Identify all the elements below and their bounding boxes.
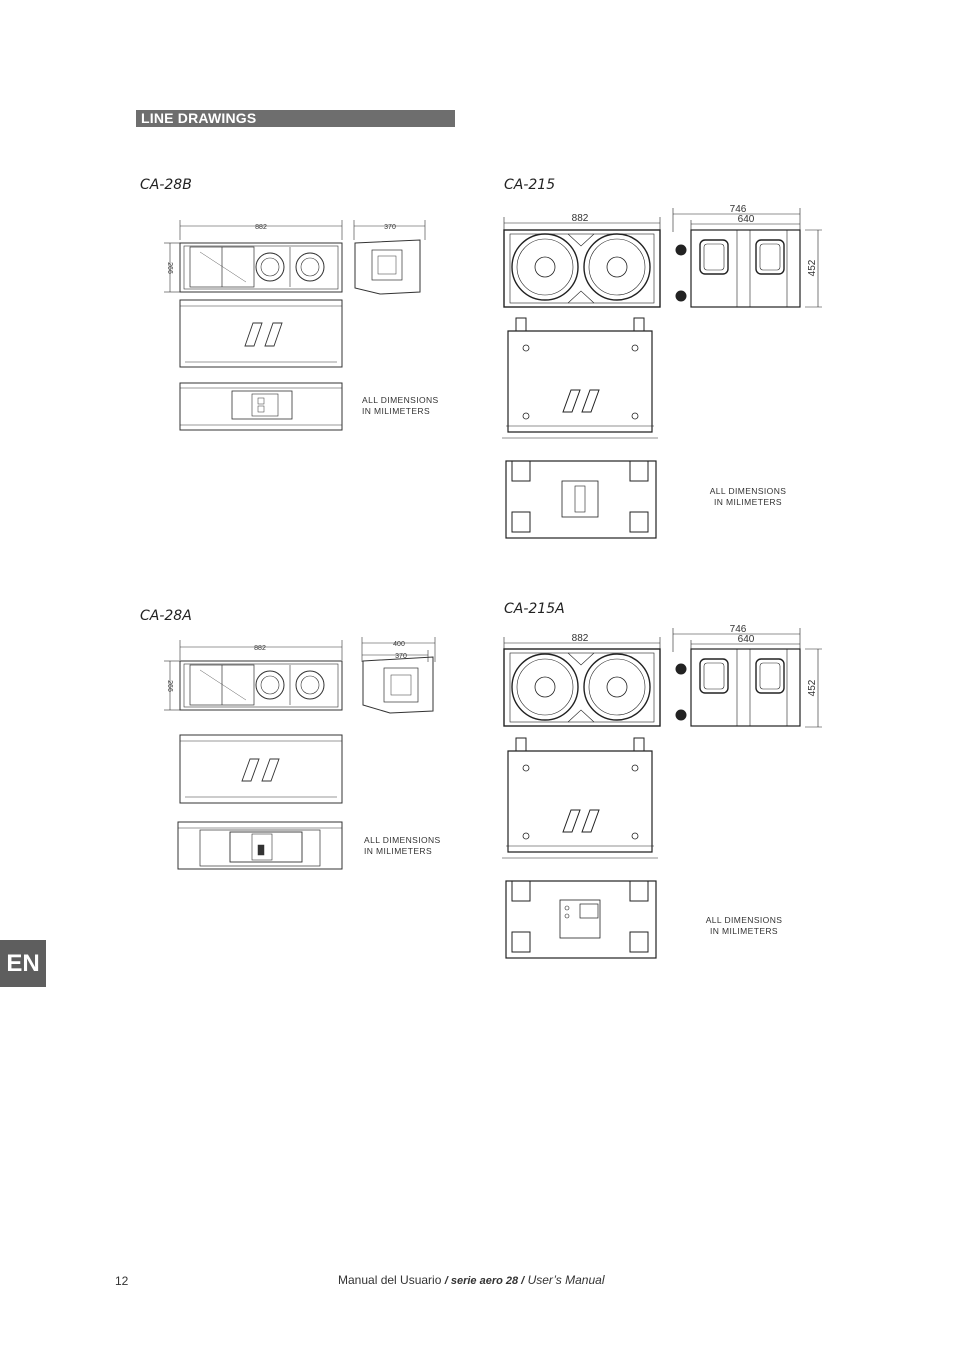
dim-width-ca215a: 882 <box>572 633 589 644</box>
note-line1: ALL DIMENSIONS <box>364 835 441 845</box>
dim-depth-inner-ca215: 640 <box>738 214 755 225</box>
dim-depth-outer-ca215: 746 <box>730 204 747 215</box>
dimensions-note-ca215: ALL DIMENSIONS IN MILIMETERS <box>706 486 790 508</box>
model-title-ca215a: CA-215A <box>504 601 565 617</box>
dim-height-ca28b: 266 <box>166 262 173 274</box>
footer-title: Manual del Usuario / serie aero 28 / Use… <box>338 1273 605 1287</box>
dim-height-ca28a: 266 <box>166 680 173 692</box>
note-line2: IN MILIMETERS <box>709 926 778 936</box>
model-title-ca28b: CA-28B <box>140 177 192 193</box>
note-line2: IN MILIMETERS <box>713 497 782 507</box>
dim-height-ca215a: 452 <box>807 679 818 696</box>
note-line1: ALL DIMENSIONS <box>709 486 787 496</box>
note-line1: ALL DIMENSIONS <box>362 395 439 405</box>
model-title-ca215: CA-215 <box>504 177 556 193</box>
dimensions-note-ca215a: ALL DIMENSIONS IN MILIMETERS <box>702 915 786 937</box>
note-line2: IN MILIMETERS <box>362 406 431 416</box>
footer-text-part2: / serie aero 28 / <box>444 1275 525 1287</box>
section-title: LINE DRAWINGS <box>136 110 455 127</box>
note-line2: IN MILIMETERS <box>364 846 433 856</box>
dim-depth-inner-ca215a: 640 <box>738 634 755 645</box>
dim-width-ca28a: 882 <box>254 645 266 652</box>
model-title-ca28a: CA-28A <box>140 608 192 624</box>
dim-depth-ca28b: 370 <box>384 224 396 231</box>
footer-text-part1: Manual del Usuario <box>338 1273 445 1287</box>
dimensions-note-ca28b: ALL DIMENSIONS IN MILIMETERS <box>362 395 439 417</box>
language-tab: EN <box>0 940 46 987</box>
dim-depth-outer-ca215a: 746 <box>730 624 747 635</box>
dim-width-ca28b: 882 <box>255 224 267 231</box>
dim-width-ca215: 882 <box>572 213 589 224</box>
dim-depth-inner-ca28a: 370 <box>395 653 407 660</box>
note-line1: ALL DIMENSIONS <box>705 915 783 925</box>
footer-text-part3: User’s Manual <box>524 1273 605 1287</box>
page-number: 12 <box>115 1274 129 1288</box>
dim-height-ca215: 452 <box>807 259 818 276</box>
dimensions-note-ca28a: ALL DIMENSIONS IN MILIMETERS <box>364 835 441 857</box>
dim-depth-outer-ca28a: 400 <box>393 641 405 648</box>
